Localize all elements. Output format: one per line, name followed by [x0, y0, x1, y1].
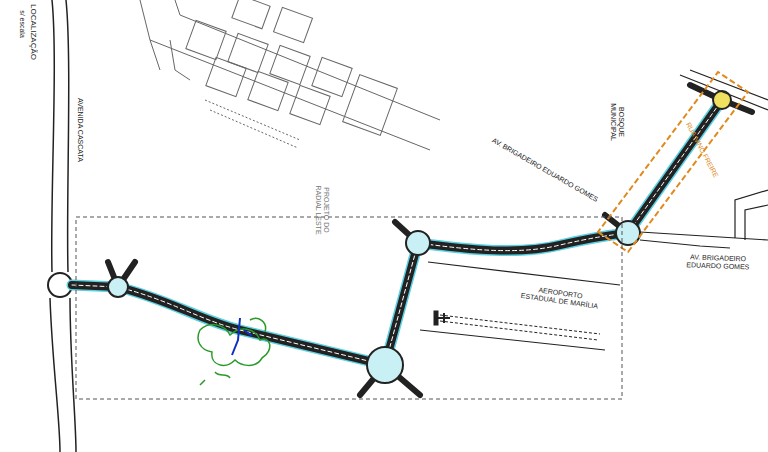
avenue-brigadeiro: [640, 70, 768, 248]
vegetation: [198, 318, 270, 385]
avenue-cascata: [50, 0, 76, 452]
roundabout: [406, 231, 430, 255]
map-label: PROJETO DO RADIAL LESTE: [314, 175, 329, 245]
stream: [232, 318, 252, 355]
map-label: AV. BRIGADEIRO EDUARDO GOMES: [491, 136, 600, 203]
map-label: BOSQUE MUNICIPAL: [609, 100, 624, 145]
roundabout: [367, 347, 403, 383]
map-label: s/ escala: [18, 10, 26, 38]
city-blocks: [140, 0, 440, 150]
project-area: [76, 217, 622, 399]
map-label: LOCALIZAÇÃO: [29, 4, 38, 60]
airport: [420, 262, 620, 350]
roundabout: [108, 277, 128, 297]
project-road: [72, 85, 752, 395]
map-label: AEROPORTO ESTADUAL DE MARÍLIA: [519, 284, 600, 310]
highlight-area: [598, 72, 748, 252]
map-label: AV. BRIGADEIRO EDUARDO GOMES: [680, 253, 755, 271]
map-label: AVENIDA CASCATA: [76, 98, 84, 162]
